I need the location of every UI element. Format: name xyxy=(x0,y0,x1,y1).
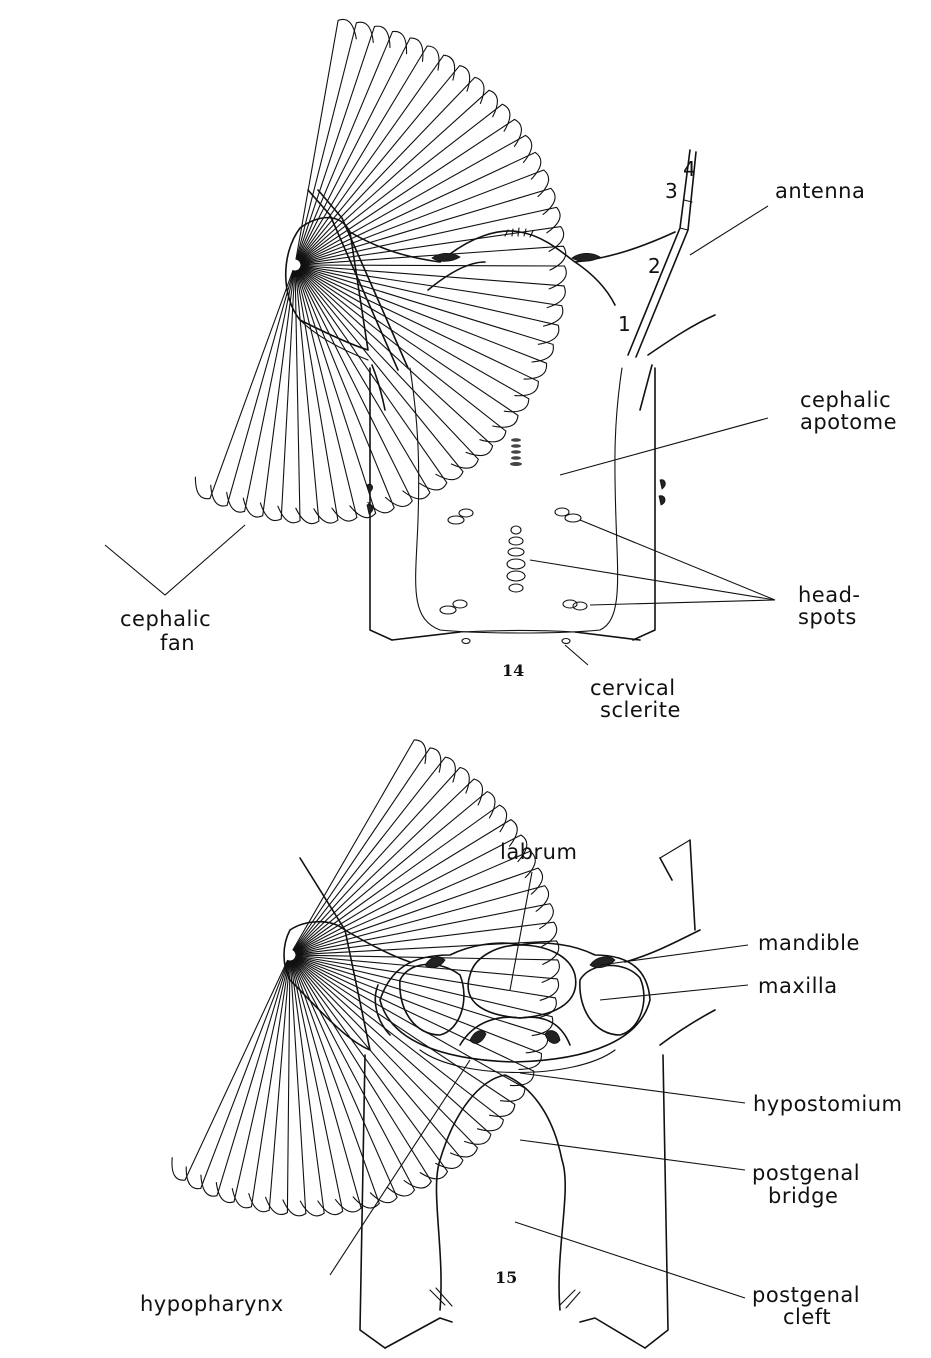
fan-ray xyxy=(296,904,553,954)
fan-ray xyxy=(300,268,518,427)
fan-ray xyxy=(295,805,507,951)
fan-ray xyxy=(300,268,529,412)
antenna-segment-2: 2 xyxy=(648,255,661,277)
fan-ray xyxy=(301,267,547,379)
fan-ray xyxy=(294,960,463,1169)
fan-ray xyxy=(295,835,527,952)
head-capsule-14 xyxy=(105,150,775,665)
antenna-segment-1: 1 xyxy=(618,313,631,335)
label-head-spots-line1: head- xyxy=(798,584,861,606)
fan-ray xyxy=(293,960,415,1196)
figure-number-15: 15 xyxy=(495,1268,517,1287)
head-spots-14 xyxy=(440,438,587,614)
label-hypopharynx: hypopharynx xyxy=(140,1293,284,1315)
fan-ray xyxy=(294,959,477,1157)
antenna-segment-4: 4 xyxy=(683,158,696,180)
fan-ray xyxy=(293,960,431,1188)
fan-ray xyxy=(297,31,406,259)
fan-ray xyxy=(294,779,482,951)
fan-ray xyxy=(298,38,423,260)
fan-ray xyxy=(301,267,554,362)
label-cephalic-apotome-line1: cephalic xyxy=(800,389,891,411)
fan-ray xyxy=(299,269,492,456)
label-cervical-sclerite-line2: sclerite xyxy=(600,699,681,721)
fan-ray xyxy=(201,961,288,1196)
label-postgenal-cleft-line2: cleft xyxy=(783,1306,831,1328)
fan-ray xyxy=(211,271,294,506)
fan-ray xyxy=(300,268,538,396)
fan-ray xyxy=(297,26,390,259)
fan-ray xyxy=(296,957,548,1053)
label-labrum: labrum xyxy=(500,841,577,863)
label-cephalic-fan-line2: fan xyxy=(160,632,195,654)
label-cephalic-fan-line1: cephalic xyxy=(120,608,211,630)
antenna-segment-3: 3 xyxy=(665,180,678,202)
fan-ray xyxy=(298,270,446,490)
fan-ray xyxy=(300,90,498,261)
figure-number-14: 14 xyxy=(502,661,524,680)
fan-ray xyxy=(195,271,293,499)
fan-ray xyxy=(296,271,357,521)
label-cephalic-apotome-line2: apotome xyxy=(800,411,897,433)
label-cervical-sclerite-line1: cervical xyxy=(590,677,676,699)
label-head-spots-line2: spots xyxy=(798,606,857,628)
label-postgenal-cleft-line1: postgenal xyxy=(752,1284,860,1306)
fan-ray xyxy=(301,170,549,263)
label-postgenal-bridge-line2: bridge xyxy=(768,1185,838,1207)
label-maxilla: maxilla xyxy=(758,975,838,997)
fan-ray xyxy=(299,270,463,480)
fan-ray xyxy=(297,271,376,518)
label-antenna: antenna xyxy=(775,180,865,202)
label-postgenal-bridge-line1: postgenal xyxy=(752,1162,860,1184)
label-hypostomium: hypostomium xyxy=(753,1093,903,1115)
label-mandible: mandible xyxy=(758,932,860,954)
fan-ray xyxy=(291,961,324,1216)
fan-ray xyxy=(186,961,288,1189)
fan-ray xyxy=(294,960,448,1179)
fan-ray xyxy=(297,271,394,513)
fan-ray xyxy=(295,792,495,952)
fan-ray xyxy=(172,960,288,1180)
fan-ray xyxy=(299,269,478,468)
cephalic-fan-15 xyxy=(172,740,559,1216)
fan-ray xyxy=(216,961,288,1203)
cephalic-fan-14 xyxy=(195,19,566,523)
